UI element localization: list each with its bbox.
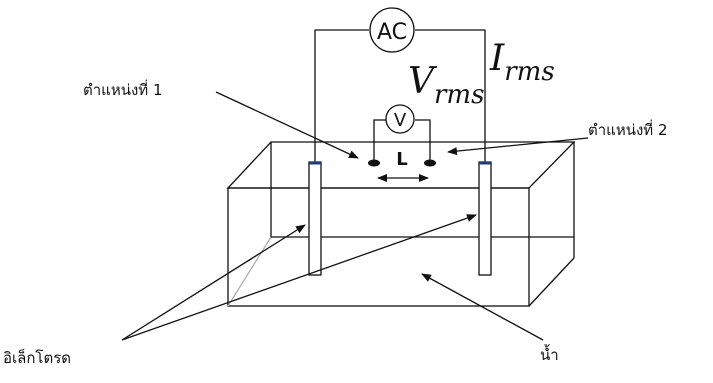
pointer-electrode-right <box>121 214 477 341</box>
voltage-rms-label: Vrms <box>408 61 484 110</box>
probe-position-2 <box>424 159 436 167</box>
voltmeter-right-wire <box>415 119 431 162</box>
tank-hidden-bottom-edge <box>227 236 272 307</box>
water-label: น้ำ <box>540 344 559 364</box>
position-1-label: ตำแหน่งที่ 1 <box>83 79 163 99</box>
voltage-symbol: V <box>408 61 438 102</box>
pointer-position-1 <box>215 91 359 159</box>
left-electrode <box>308 161 322 276</box>
right-electrode-body <box>478 161 492 276</box>
distance-label: L <box>396 149 407 170</box>
voltmeter-left-wire <box>373 119 386 162</box>
probe-position-1 <box>368 159 380 167</box>
voltmeter-circle <box>385 104 415 134</box>
pointer-lines <box>121 91 589 341</box>
voltage-subscript: rms <box>434 80 484 110</box>
ammeter-label: AC <box>377 20 407 45</box>
current-rms-label: Irms <box>489 38 555 87</box>
current-symbol: I <box>489 38 505 79</box>
voltmeter: V <box>385 104 415 134</box>
current-subscript: rms <box>504 57 554 87</box>
electrodes-label: อิเล็กโตรด <box>3 348 71 367</box>
position-2-label: ตำแหน่งที่ 2 <box>588 119 668 139</box>
voltmeter-label: V <box>394 110 407 131</box>
left-wire <box>314 29 369 162</box>
tank-front-face <box>227 187 530 307</box>
ammeter-circle <box>369 7 415 53</box>
left-electrode-body <box>308 161 322 276</box>
pointer-water <box>421 273 544 341</box>
circuit-wires <box>314 29 486 162</box>
right-electrode <box>478 161 492 276</box>
pointer-electrode-left <box>121 224 306 341</box>
pointer-position-2 <box>447 137 589 156</box>
right-wire <box>415 29 486 162</box>
tank-right-bottom-edge <box>528 257 575 307</box>
ammeter: AC <box>369 7 415 53</box>
